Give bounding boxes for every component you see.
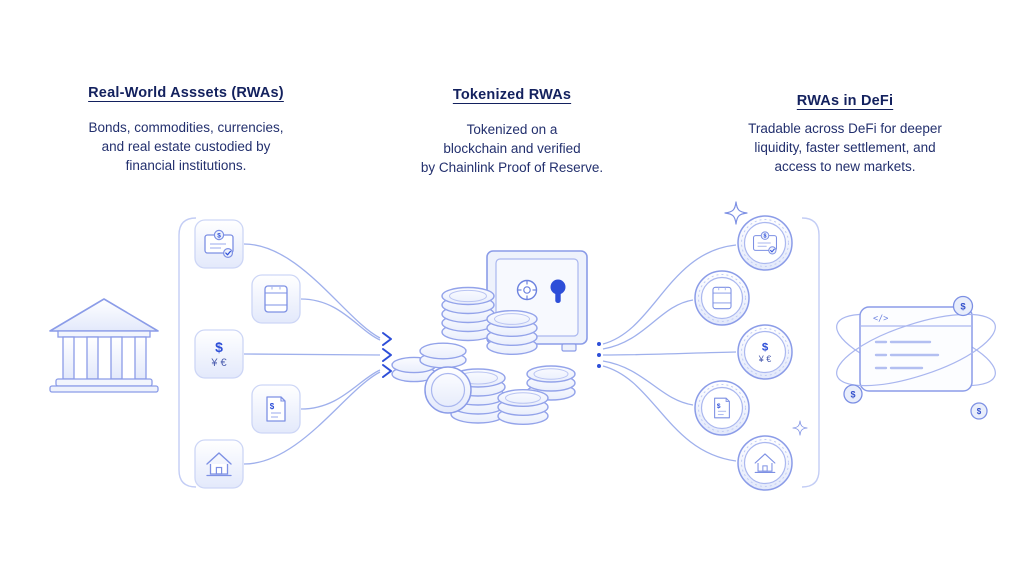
diagram-illustration: $ $ ¥ € $	[49, 201, 996, 491]
dollar-symbol: $	[960, 302, 966, 313]
dollar-symbol: $	[850, 390, 855, 400]
orbit-dollar-coin: $	[970, 402, 988, 420]
section-real-world-assets: Real-World Asssets (RWAs) Bonds, commodi…	[60, 85, 312, 175]
desc-line: blockchain and verified	[443, 141, 581, 156]
diverging-lines	[602, 244, 737, 462]
section-description-defi: Tradable across DeFi for deeper liquidit…	[725, 119, 965, 176]
desc-line: Tokenized on a	[466, 122, 558, 137]
currency-tile	[194, 329, 244, 379]
section-title-defi: RWAs in DeFi	[796, 93, 894, 109]
dollar-symbol: $	[977, 407, 982, 416]
desc-line: and real estate custodied by	[101, 139, 271, 154]
coin-stack	[497, 389, 549, 426]
window-text-lines	[874, 340, 940, 370]
document-tile	[251, 384, 301, 434]
house-coin	[737, 435, 793, 491]
barrel-icon	[712, 286, 732, 310]
face-coin	[424, 366, 472, 414]
orbit-ellipse	[836, 313, 996, 387]
barrel-coin	[694, 270, 750, 326]
converge-arrowheads	[382, 332, 392, 378]
desc-line: financial institutions.	[125, 158, 247, 173]
certificate-icon	[752, 231, 778, 255]
house-tile	[194, 439, 244, 489]
certificate-icon	[204, 229, 234, 259]
coin-stacks	[391, 286, 576, 426]
barrel-tile	[251, 274, 301, 324]
desc-line: Tradable across DeFi for deeper	[748, 121, 942, 136]
converging-lines	[243, 243, 381, 465]
orbit-dollar-coin: $	[952, 295, 974, 317]
section-description-tokenized: Tokenized on a blockchain and verified b…	[402, 120, 622, 177]
section-rwas-in-defi: RWAs in DeFi Tradable across DeFi for de…	[725, 93, 965, 176]
document-icon	[266, 396, 286, 422]
section-description-rwa: Bonds, commodities, currencies, and real…	[60, 118, 312, 175]
document-icon	[714, 397, 730, 419]
code-icon: </>	[873, 314, 888, 324]
tokenized-asset-coins	[694, 201, 808, 491]
left-bracket	[178, 217, 197, 488]
sparkle-icon	[724, 201, 748, 225]
barrel-icon	[264, 285, 288, 313]
currency-coin	[737, 324, 793, 380]
document-coin	[694, 380, 750, 436]
section-title-rwa: Real-World Asssets (RWAs)	[88, 85, 284, 101]
orbit-dollar-coin: $	[843, 384, 863, 404]
sparkle-icon	[792, 420, 808, 436]
coin-stack	[441, 286, 495, 342]
certificate-coin	[737, 215, 793, 271]
desc-line: liquidity, faster settlement, and	[754, 140, 936, 155]
defi-app-window-icon: </> $ $ $	[836, 295, 996, 420]
bank-icon	[49, 298, 159, 393]
desc-line: Bonds, commodities, currencies,	[88, 120, 284, 135]
coin-stack	[486, 310, 538, 356]
desc-line: by Chainlink Proof of Reserve.	[420, 160, 604, 175]
certificate-tile	[194, 219, 244, 269]
right-bracket	[801, 217, 820, 488]
diverge-dots	[597, 342, 601, 368]
vault-handle	[550, 279, 566, 295]
section-tokenized-rwas: Tokenized RWAs Tokenized on a blockchain…	[402, 87, 622, 177]
desc-line: access to new markets.	[774, 159, 916, 174]
coin-stack	[419, 342, 467, 369]
asset-tiles	[194, 219, 301, 489]
section-title-tokenized: Tokenized RWAs	[452, 87, 572, 103]
